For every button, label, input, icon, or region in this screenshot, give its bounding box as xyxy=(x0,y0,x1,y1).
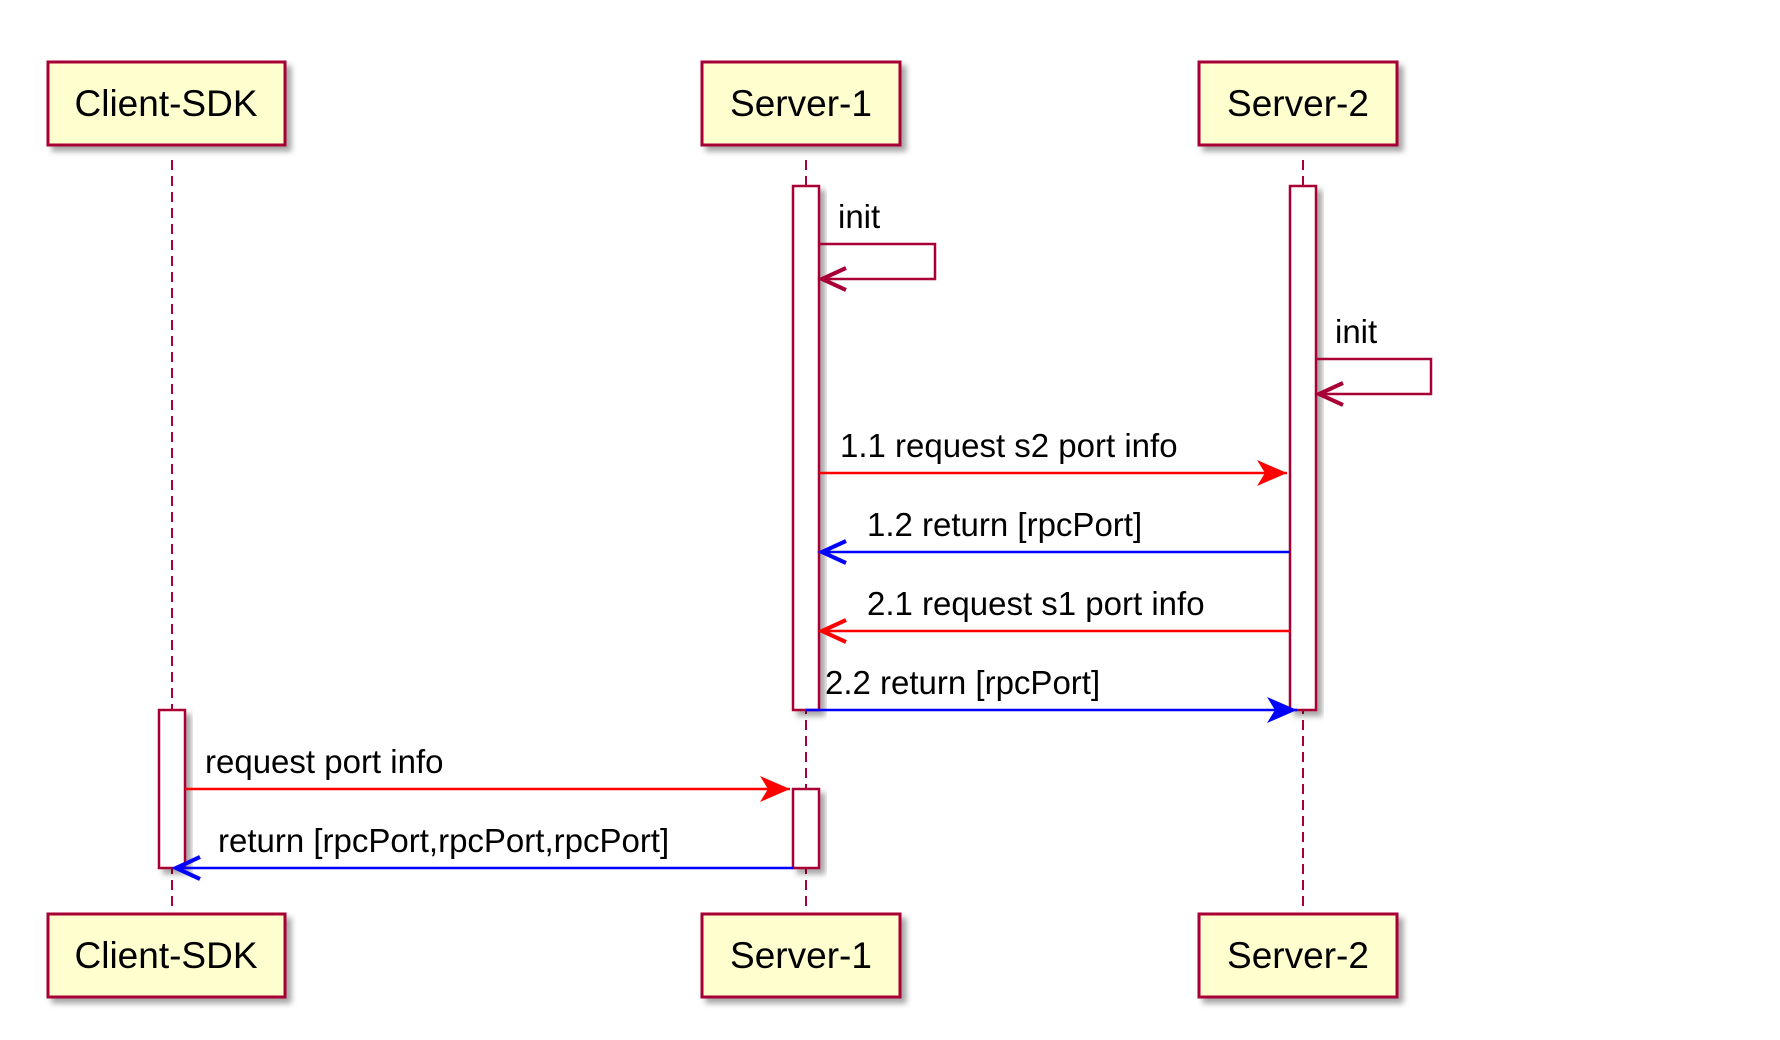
participant-label: Server-2 xyxy=(1227,935,1369,976)
participant-server-2-bottom: Server-2 xyxy=(1197,912,1399,999)
message-label: 1.2 return [rpcPort] xyxy=(867,506,1142,543)
activation-server-2-main xyxy=(1288,184,1318,712)
participant-server-1-top: Server-1 xyxy=(700,60,902,147)
arrowhead-icon xyxy=(171,855,201,881)
arrowhead-icon xyxy=(817,618,847,644)
message-request-port-info: request port info xyxy=(185,743,790,802)
participant-label: Server-2 xyxy=(1227,83,1369,124)
arrowhead-icon xyxy=(1267,697,1297,723)
arrowhead-icon xyxy=(817,266,847,292)
message-return-ports: return [rpcPort,rpcPort,rpcPort] xyxy=(171,822,793,881)
arrowhead-icon xyxy=(1314,381,1344,407)
participant-server-1-bottom: Server-1 xyxy=(700,912,902,999)
participant-label: Server-1 xyxy=(730,935,872,976)
participant-label: Server-1 xyxy=(730,83,872,124)
message-server-1-init: init xyxy=(817,198,937,292)
participant-server-2-top: Server-2 xyxy=(1197,60,1399,147)
message-1-2: 1.2 return [rpcPort] xyxy=(817,506,1290,565)
arrowhead-icon xyxy=(1257,460,1287,486)
message-line xyxy=(819,242,937,281)
activation-client-sdk xyxy=(157,708,187,870)
message-label: init xyxy=(1335,313,1377,350)
message-label: request port info xyxy=(205,743,443,780)
participant-label: Client-SDK xyxy=(75,83,258,124)
arrowhead-icon xyxy=(817,539,847,565)
message-server-2-init: init xyxy=(1314,313,1433,407)
message-label: return [rpcPort,rpcPort,rpcPort] xyxy=(218,822,669,859)
activation-server-1-main xyxy=(791,184,821,712)
message-2-1: 2.1 request s1 port info xyxy=(817,585,1290,644)
participant-client-sdk-bottom: Client-SDK xyxy=(46,912,287,999)
message-label: 2.1 request s1 port info xyxy=(867,585,1205,622)
arrowhead-icon xyxy=(760,776,790,802)
message-label: init xyxy=(838,198,880,235)
message-1-1: 1.1 request s2 port info xyxy=(819,427,1287,486)
message-label: 1.1 request s2 port info xyxy=(840,427,1178,464)
message-2-2: 2.2 return [rpcPort] xyxy=(806,664,1297,723)
message-line xyxy=(1316,357,1433,396)
message-label: 2.2 return [rpcPort] xyxy=(825,664,1100,701)
participant-client-sdk-top: Client-SDK xyxy=(46,60,287,147)
participant-label: Client-SDK xyxy=(75,935,258,976)
activation-server-1-reply xyxy=(791,787,821,870)
